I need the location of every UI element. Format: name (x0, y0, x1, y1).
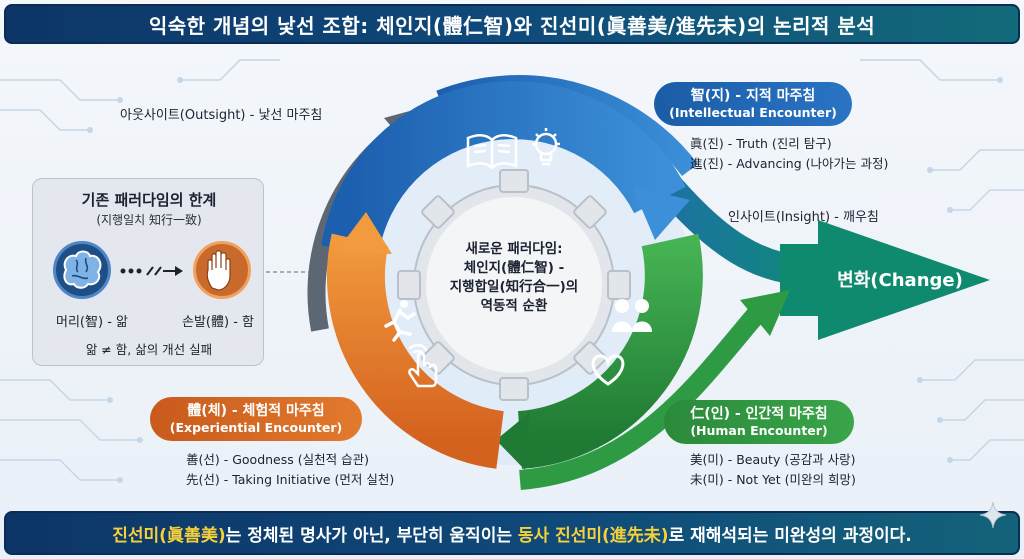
center-line-1: 새로운 패러다임: (465, 241, 563, 257)
human-segment-head (496, 412, 530, 470)
title-bar: 익숙한 개념의 낯선 조합: 체인지(體仁智)와 진선미(眞善美/進先未)의 논… (4, 4, 1020, 44)
human-line-2: 未(미) - Not Yet (미완의 희망) (690, 472, 856, 487)
intellectual-line-1: 眞(진) - Truth (진리 탐구) (690, 136, 832, 151)
outsight-label: 아웃사이트(Outsight) - 낯선 마주침 (120, 108, 323, 123)
page-title: 익숙한 개념의 낯선 조합: 체인지(體仁智)와 진선미(眞善美/進先未)의 논… (148, 13, 876, 38)
experiential-pill: 體(체) - 체험적 마주침 (Experiential Encounter) (150, 397, 362, 441)
center-line-4: 역동적 순환 (480, 298, 548, 314)
change-label: 변화(Change) (837, 270, 963, 291)
limit-title: 기존 패러다임의 한계 (81, 191, 217, 209)
intellectual-list: 眞(진) - Truth (진리 탐구) 進(진) - Advancing (나… (690, 134, 888, 174)
experiential-title: 體(체) - 체험적 마주침 (187, 403, 325, 419)
intellectual-subtitle: (Intellectual Encounter) (669, 105, 837, 120)
outer-green-arrow-head (740, 290, 790, 336)
experiential-segment-head (336, 212, 392, 254)
insight-label: 인사이트(Insight) - 깨우침 (728, 210, 879, 225)
center-line-3: 지행합일(知行合一)의 (449, 279, 579, 295)
intellectual-segment-head (632, 186, 690, 240)
human-list: 美(미) - Beauty (공감과 사랑) 未(미) - Not Yet (미… (690, 450, 856, 490)
touch-hand-icon (408, 344, 438, 388)
footer-bar: 진선미(眞善美)는 정체된 명사가 아닌, 부단히 움직이는 동사 진선미(進先… (4, 511, 1020, 555)
runner-icon (384, 300, 416, 342)
experiential-segment (327, 233, 505, 469)
footer-statement: 진선미(眞善美)는 정체된 명사가 아닌, 부단히 움직이는 동사 진선미(進先… (112, 521, 912, 546)
head-label: 머리(智) - 앎 (56, 315, 128, 330)
heart-icon (591, 354, 625, 386)
stop-hand-icon (193, 241, 251, 299)
failure-label: 앎 ≠ 함, 삶의 개선 실패 (85, 342, 213, 357)
experiential-list: 善(선) - Goodness (실천적 습관) 先(선) - Taking I… (186, 450, 394, 490)
change-arrow-head (818, 220, 990, 340)
footer-part-4: 로 재해석되는 미완성의 과정이다. (668, 525, 912, 546)
broken-link-icon (120, 266, 183, 276)
book-icon (466, 134, 518, 170)
limit-subtitle: (지행일치 知行一致) (96, 213, 202, 227)
footer-part-2: 는 정체된 명사가 아닌, 부단히 움직이는 (225, 525, 518, 546)
human-pill: 仁(인) - 인간적 마주침 (Human Encounter) (664, 400, 854, 444)
center-line-2: 체인지(體仁智) - (463, 260, 565, 276)
hand-label: 손발(體) - 함 (182, 315, 254, 330)
intellectual-title: 智(지) - 지적 마주침 (690, 88, 816, 104)
footer-part-3: 동사 진선미(進先未) (517, 525, 669, 546)
experiential-line-1: 善(선) - Goodness (실천적 습관) (186, 452, 369, 467)
experiential-line-2: 先(선) - Taking Initiative (먼저 실천) (186, 472, 395, 487)
intellectual-segment (321, 81, 686, 255)
paradigm-limit-box: 기존 패러다임의 한계 (지행일치 知行一致) (32, 178, 264, 366)
human-subtitle: (Human Encounter) (690, 423, 828, 438)
lightbulb-icon (532, 128, 560, 166)
human-title: 仁(인) - 인간적 마주침 (690, 406, 828, 422)
center-gear (397, 169, 631, 401)
human-line-1: 美(미) - Beauty (공감과 사랑) (690, 452, 856, 467)
people-icon (612, 299, 652, 332)
intellectual-line-2: 進(진) - Advancing (나아가는 과정) (690, 156, 889, 171)
experiential-subtitle: (Experiential Encounter) (169, 420, 343, 435)
outer-green-arrow (519, 303, 768, 490)
center-paradigm-text: 새로운 패러다임: 체인지(體仁智) - 지행합일(知行合一)의 역동적 순환 (440, 240, 588, 316)
brain-icon (53, 241, 111, 299)
human-segment (517, 233, 703, 469)
intellectual-pill: 智(지) - 지적 마주침 (Intellectual Encounter) (654, 82, 852, 126)
footer-part-1: 진선미(眞善美) (112, 525, 226, 546)
sparkle-icon (979, 501, 1007, 529)
change-arrow-body (780, 244, 840, 316)
